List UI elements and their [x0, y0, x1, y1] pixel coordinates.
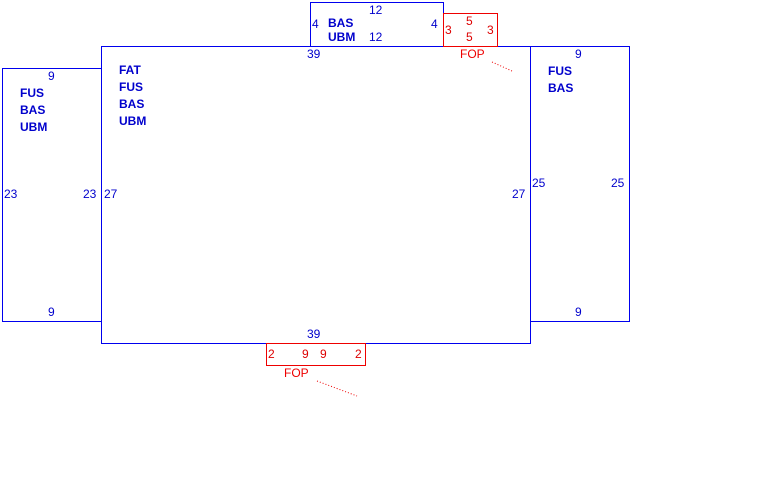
- opening-label: FOP: [460, 47, 485, 61]
- top-top-dim: 12: [369, 3, 383, 17]
- opening-bottom-dim: 5: [466, 30, 473, 44]
- opening-right-dim: 2: [355, 347, 362, 361]
- left-panel[interactable]: [2, 68, 102, 322]
- label: FAT: [119, 63, 141, 77]
- right-top-dim: 9: [575, 47, 582, 61]
- main-left-dim: 27: [104, 187, 118, 201]
- opening-left-dim: 2: [268, 347, 275, 361]
- main-bottom-dim: 39: [307, 327, 321, 341]
- left-top-dim: 9: [48, 69, 55, 83]
- label: UBM: [20, 120, 48, 134]
- left-panel-labels: FUS BAS UBM: [20, 85, 47, 136]
- top-bottom-dim: 12: [369, 30, 383, 44]
- top-right-opening[interactable]: [443, 13, 498, 47]
- label: FUS: [548, 64, 572, 78]
- label: BAS: [119, 97, 145, 111]
- left-left-dim: 23: [4, 187, 18, 201]
- right-left-dim: 25: [532, 176, 546, 190]
- label: BAS: [328, 16, 354, 30]
- leader-line: [316, 380, 358, 397]
- main-right-dim: 27: [512, 187, 526, 201]
- label: UBM: [119, 114, 147, 128]
- right-right-dim: 25: [611, 176, 625, 190]
- label: FUS: [119, 80, 143, 94]
- opening-label: FOP: [284, 366, 309, 380]
- opening-top-dim: 9: [302, 347, 309, 361]
- top-left-dim: 4: [312, 17, 319, 31]
- bottom-opening[interactable]: [266, 343, 366, 366]
- top-panel-labels: BAS UBM: [328, 16, 355, 44]
- opening-top-dim: 5: [466, 14, 473, 28]
- left-bottom-dim: 9: [48, 305, 55, 319]
- label: UBM: [328, 30, 356, 44]
- right-panel[interactable]: [530, 46, 630, 322]
- top-right-dim: 4: [431, 17, 438, 31]
- left-right-dim: 23: [83, 187, 97, 201]
- label: FUS: [20, 86, 44, 100]
- main-top-dim: 39: [307, 47, 321, 61]
- opening-bottom-dim: 9: [320, 347, 327, 361]
- opening-right-dim: 3: [487, 23, 494, 37]
- right-bottom-dim: 9: [575, 305, 582, 319]
- main-panel[interactable]: [101, 46, 531, 344]
- label: BAS: [20, 103, 46, 117]
- main-panel-labels: FAT FUS BAS UBM: [119, 62, 146, 130]
- right-panel-labels: FUS BAS: [548, 63, 573, 97]
- label: BAS: [548, 81, 574, 95]
- opening-left-dim: 3: [445, 23, 452, 37]
